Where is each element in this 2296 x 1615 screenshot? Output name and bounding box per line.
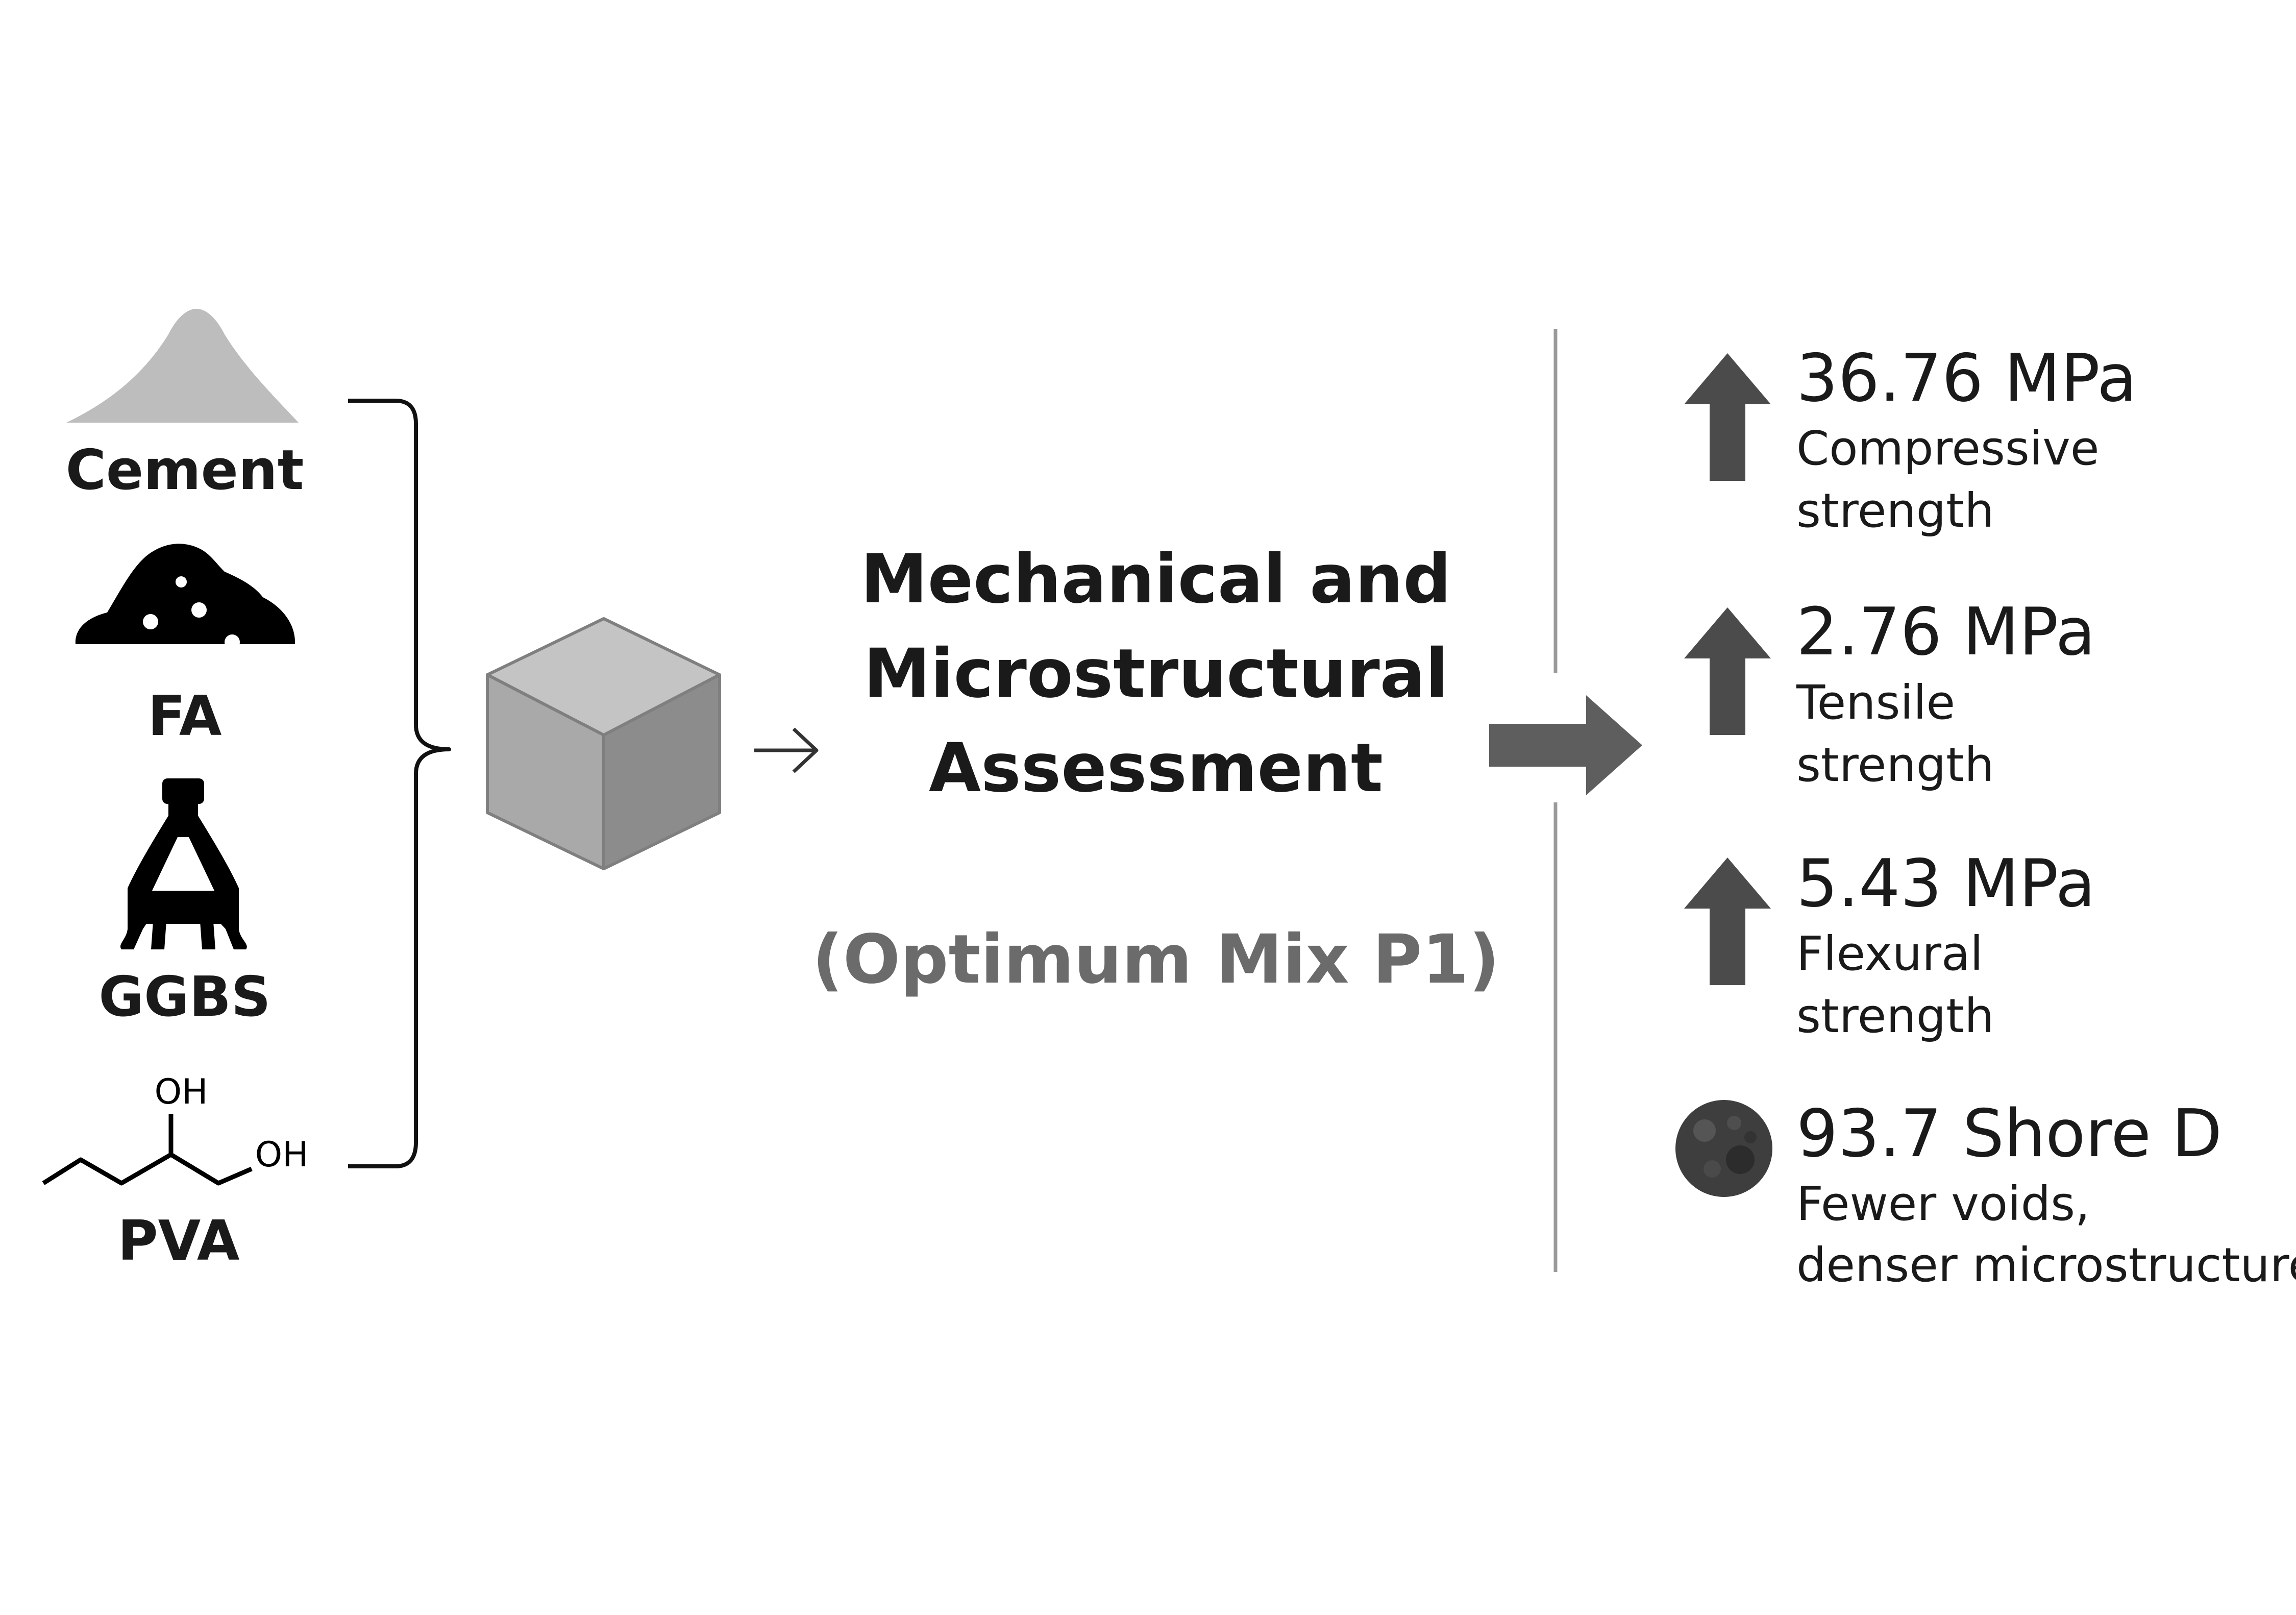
result-value-compressive: 36.76 MPa [1796,340,2137,417]
assessment-title-line2: Microstructural [863,634,1448,713]
up-arrow-icon [1684,607,1771,735]
specimen-cube-icon [486,617,721,870]
result-desc-hardness-2: denser microstructure [1796,1238,2296,1292]
cement-pile-icon [66,309,299,423]
result-value-hardness: 93.7 Shore D [1796,1096,2222,1172]
ggbs-bottle-icon [120,778,247,949]
result-desc-tensile-2: strength [1796,738,1994,792]
pva-oh-top: OH [155,1072,208,1112]
pva-molecule-icon: OH OH [42,1072,309,1186]
material-label-ggbs: GGBS [98,965,270,1029]
result-desc-flexural-1: Flexural [1796,926,1983,981]
up-arrow-icon [1684,353,1771,481]
microstructure-sample-icon [1675,1100,1772,1197]
material-label-fa: FA [148,684,222,748]
assessment-block: Mechanical and Microstructural Assessmen… [812,540,1499,999]
result-value-tensile: 2.76 MPa [1796,594,2095,670]
results-column: 36.76 MPa Compressive strength 2.76 MPa … [1675,340,2296,1292]
assessment-title-line3: Assessment [929,729,1383,808]
result-desc-compressive-2: strength [1796,483,1994,538]
assessment-title-line1: Mechanical and [860,540,1451,619]
grouping-brace [348,399,451,1168]
material-label-cement: Cement [66,438,304,502]
thin-arrow-icon [754,727,819,773]
result-desc-hardness-1: Fewer voids, [1796,1177,2090,1231]
result-desc-flexural-2: strength [1796,989,1994,1043]
materials-column: Cement FA GGBS OH OH PVA [42,309,309,1273]
result-value-flexural: 5.43 MPa [1796,846,2095,922]
material-label-pva: PVA [118,1209,240,1273]
optimum-mix-label: (Optimum Mix P1) [812,920,1499,999]
thick-arrow-icon [1489,695,1642,795]
result-desc-tensile-1: Tensile [1796,675,1955,730]
up-arrow-icon [1684,858,1771,985]
result-desc-compressive-1: Compressive [1796,421,2099,476]
pva-oh-right: OH [255,1135,309,1175]
fly-ash-pile-icon [75,544,295,650]
